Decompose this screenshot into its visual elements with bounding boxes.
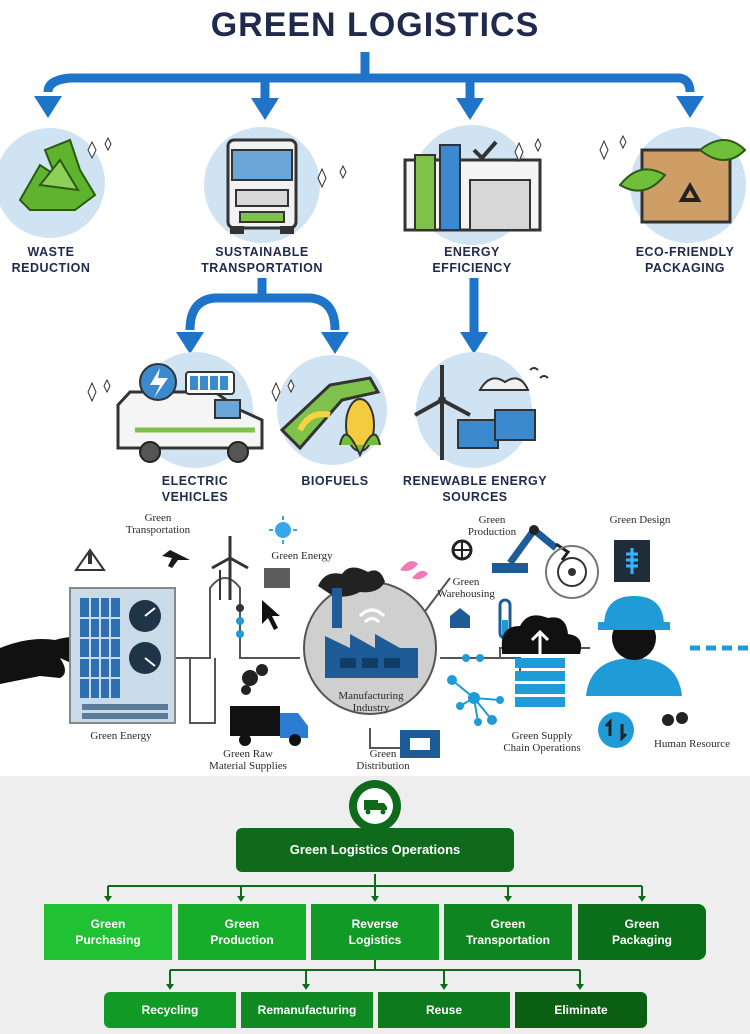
label-biofuels: BIOFUELS — [301, 474, 369, 488]
label-sustainable-transportation: SUSTAINABLE TRANSPORTATION — [201, 245, 323, 275]
label-green-supply-chain: Green Supply Chain Operations — [503, 730, 581, 754]
arrow-head-1 — [34, 96, 62, 118]
label-green-energy-left: Green Energy — [90, 730, 152, 742]
box-reuse: Reuse — [378, 992, 510, 1028]
supply-chain-drawing — [0, 516, 748, 758]
exchange-icon — [598, 712, 634, 748]
hr-gear-icon — [662, 714, 674, 726]
box-green-packaging: Green Packaging — [578, 904, 706, 960]
box-recycling: Recycling — [104, 992, 236, 1028]
label-waste-reduction: WASTE REDUCTION — [11, 245, 91, 275]
package-icon — [599, 127, 747, 243]
robot-arm-icon — [492, 525, 571, 573]
page-title: GREEN LOGISTICS — [210, 6, 540, 44]
factory-icon — [303, 567, 437, 715]
arrow-head-6 — [321, 332, 349, 354]
airplane-icon — [162, 550, 190, 568]
label-renewable-energy-sources: RENEWABLE ENERGY SOURCES — [402, 474, 548, 504]
arrow-head-4 — [676, 96, 704, 118]
worker-icon — [586, 596, 748, 696]
arrow-head-7 — [460, 332, 488, 354]
warehouse-icon — [450, 608, 470, 628]
wind-solar-icon — [414, 352, 549, 468]
label-green-energy-top: Green Energy — [271, 550, 333, 562]
label-green-production: Green Production — [467, 514, 517, 538]
box-green-transportation: Green Transportation — [444, 904, 572, 960]
leaves-icon — [400, 561, 428, 580]
label-electric-vehicles: ELECTRIC VEHICLES — [161, 474, 229, 504]
biofuel-nozzle-icon — [271, 355, 387, 465]
top-branch-line — [43, 73, 695, 93]
arrow-head-2 — [251, 98, 279, 120]
label-energy-efficiency: ENERGY EFFICIENCY — [432, 245, 512, 275]
box-green-purchasing: Green Purchasing — [44, 904, 172, 960]
delivery-truck-icon — [230, 706, 308, 746]
gears-icon — [241, 664, 268, 695]
operations-connectors — [104, 780, 646, 990]
label-eco-friendly-packaging: ECO-FRIENDLY PACKAGING — [635, 245, 735, 275]
green-supply-chain-illustration: Green Transportation Green Energy Green … — [0, 508, 750, 776]
wind-turbine-icon — [211, 536, 249, 600]
box-eliminate: Eliminate — [515, 992, 647, 1028]
arrow-head-3 — [456, 98, 484, 120]
box-reverse-logistics: Reverse Logistics — [311, 904, 439, 960]
box-green-production: Green Production — [178, 904, 306, 960]
label-green-transportation: Green Transportation — [125, 512, 191, 536]
label-human-resource: Human Resource — [653, 738, 731, 750]
recycle-icon — [0, 128, 112, 238]
network-icon — [447, 654, 504, 726]
solar-panel-icon — [264, 568, 290, 588]
branch-arrows — [0, 52, 747, 468]
label-green-design: Green Design — [609, 514, 671, 526]
box-remanufacturing: Remanufacturing — [241, 992, 373, 1028]
truck-icon — [204, 127, 347, 243]
green-logistics-panel: GREEN LOGISTICS — [0, 0, 750, 508]
label-green-warehousing: Green Warehousing — [437, 576, 495, 600]
green-logistics-operations-panel: Green Logistics Operations Green Purchas… — [0, 776, 750, 1034]
cloud-server-icon — [501, 615, 582, 707]
signal-rings-icon — [545, 545, 599, 599]
building-icon — [403, 125, 542, 245]
energy-meter-icon — [69, 548, 176, 724]
sun-icon — [275, 522, 291, 538]
label-green-raw-material: Green Raw Material Supplies — [209, 748, 287, 772]
label-manufacturing-industry: Manufacturing Industry — [338, 690, 404, 714]
operations-root-box: Green Logistics Operations — [236, 828, 514, 872]
electric-van-icon — [87, 352, 264, 468]
cursor-icon — [262, 600, 280, 630]
pipeline-line — [175, 577, 300, 659]
label-green-distribution: Green Distribution — [356, 748, 410, 772]
arrow-head-5 — [176, 332, 204, 354]
